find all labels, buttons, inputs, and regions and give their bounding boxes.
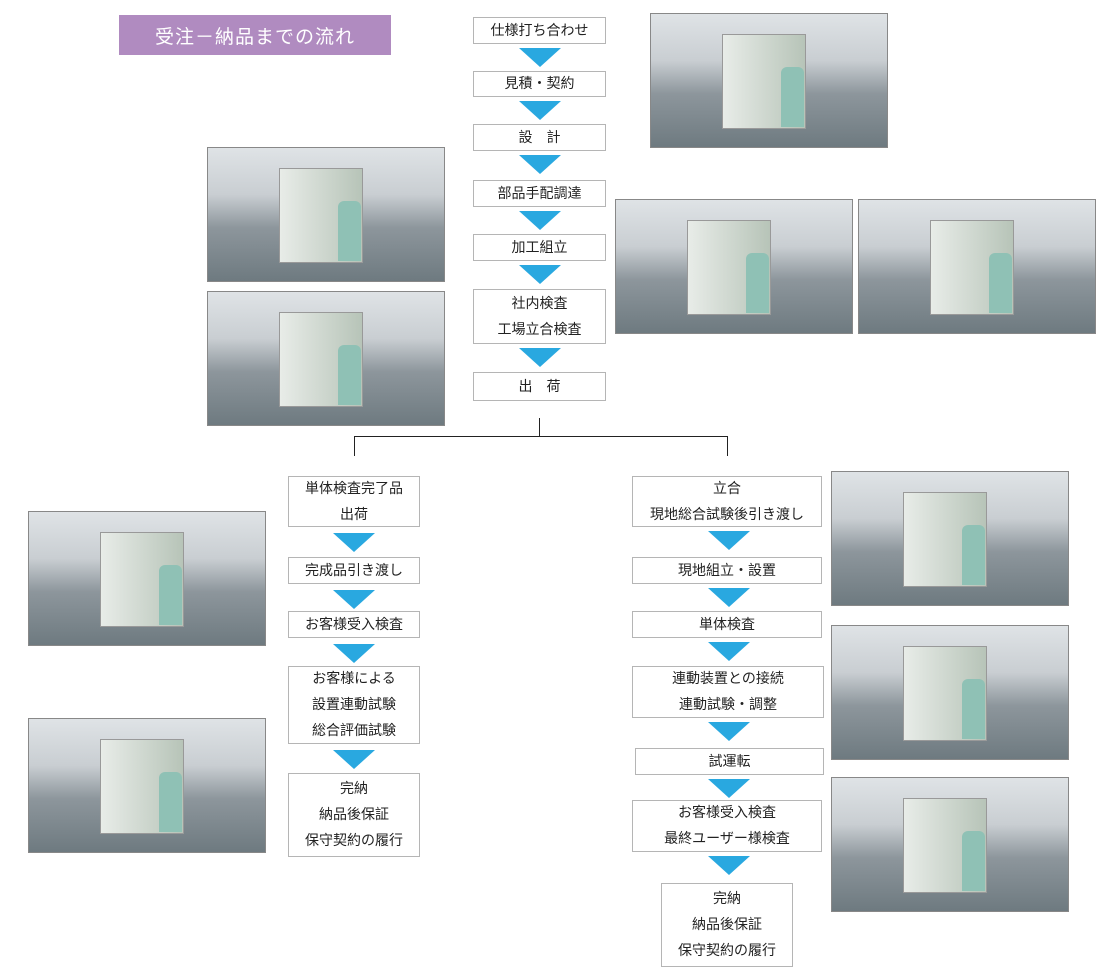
step-label: 納品後保証 [319,807,389,823]
step-label: 立合 [713,480,741,497]
step-label: 単体検査 [699,616,755,633]
step-label: 連動試験・調整 [679,697,777,713]
step-label: 社内検査 [511,295,568,312]
factory-photo [28,718,266,853]
flow-step: 加工組立 [473,234,606,261]
connector-line [727,436,728,456]
step-label: 設 計 [518,129,561,146]
down-arrow-icon [708,856,750,875]
down-arrow-icon [519,348,561,367]
down-arrow-icon [708,642,750,661]
factory-photo [650,13,888,148]
down-arrow-icon [333,590,375,609]
flow-step: お客様受入検査最終ユーザー様検査 [632,800,822,852]
step-label: 部品手配調達 [497,185,582,202]
step-label: お客様受入検査 [678,805,776,821]
step-label: 工場立合検査 [497,321,582,338]
factory-photo [28,511,266,646]
down-arrow-icon [708,722,750,741]
flow-step: 完納納品後保証保守契約の履行 [288,773,420,857]
step-label: 現地組立・設置 [678,562,776,579]
down-arrow-icon [519,48,561,67]
step-label: 保守契約の履行 [678,943,776,959]
step-label: お客様受入検査 [305,616,403,633]
step-label: 出荷 [340,506,368,523]
step-label: 見積・契約 [504,76,575,92]
connector-line [354,436,728,437]
step-label: 設置連動試験 [312,697,396,713]
down-arrow-icon [519,265,561,284]
factory-photo [831,471,1069,606]
flow-step: 設 計 [473,124,606,151]
step-label: 完成品引き渡し [305,562,403,579]
step-label: 保守契約の履行 [305,833,403,849]
factory-photo [831,625,1069,760]
step-label: 連動装置との接続 [672,671,784,687]
step-label: お客様による [312,671,396,687]
flow-step: 単体検査 [632,611,822,638]
step-label: 出 荷 [518,378,561,395]
connector-line [539,418,540,436]
flow-step: 部品手配調達 [473,180,606,207]
down-arrow-icon [333,750,375,769]
flow-step: 単体検査完了品出荷 [288,476,420,527]
step-label: 完納 [340,781,368,797]
flow-step: 完成品引き渡し [288,557,420,584]
flow-step: 見積・契約 [473,71,606,97]
down-arrow-icon [708,779,750,798]
flow-step: お客様による設置連動試験総合評価試験 [288,666,420,744]
down-arrow-icon [333,533,375,552]
down-arrow-icon [519,155,561,174]
flow-step: 出 荷 [473,372,606,401]
down-arrow-icon [519,101,561,120]
factory-photo [615,199,853,334]
step-label: 試運転 [708,753,751,770]
down-arrow-icon [708,531,750,550]
down-arrow-icon [519,211,561,230]
flow-step: お客様受入検査 [288,611,420,638]
step-label: 仕様打ち合わせ [490,22,589,39]
step-label: 加工組立 [511,239,568,256]
factory-photo [207,147,445,282]
factory-photo [207,291,445,426]
down-arrow-icon [708,588,750,607]
flow-step: 立合現地総合試験後引き渡し [632,476,822,527]
factory-photo [858,199,1096,334]
flow-step: 完納納品後保証保守契約の履行 [661,883,793,967]
flow-step: 社内検査工場立合検査 [473,289,606,344]
step-label: 単体検査完了品 [305,480,403,497]
connector-line [354,436,355,456]
step-label: 現地総合試験後引き渡し [650,506,804,523]
step-label: 総合評価試験 [312,723,396,739]
flow-step: 仕様打ち合わせ [473,17,606,44]
down-arrow-icon [333,644,375,663]
flow-step: 試運転 [635,748,824,775]
page-title: 受注－納品までの流れ [119,15,391,55]
flow-step: 連動装置との接続連動試験・調整 [632,666,824,718]
step-label: 完納 [713,891,741,907]
factory-photo [831,777,1069,912]
step-label: 納品後保証 [692,917,762,933]
flow-step: 現地組立・設置 [632,557,822,584]
step-label: 最終ユーザー様検査 [664,831,790,847]
